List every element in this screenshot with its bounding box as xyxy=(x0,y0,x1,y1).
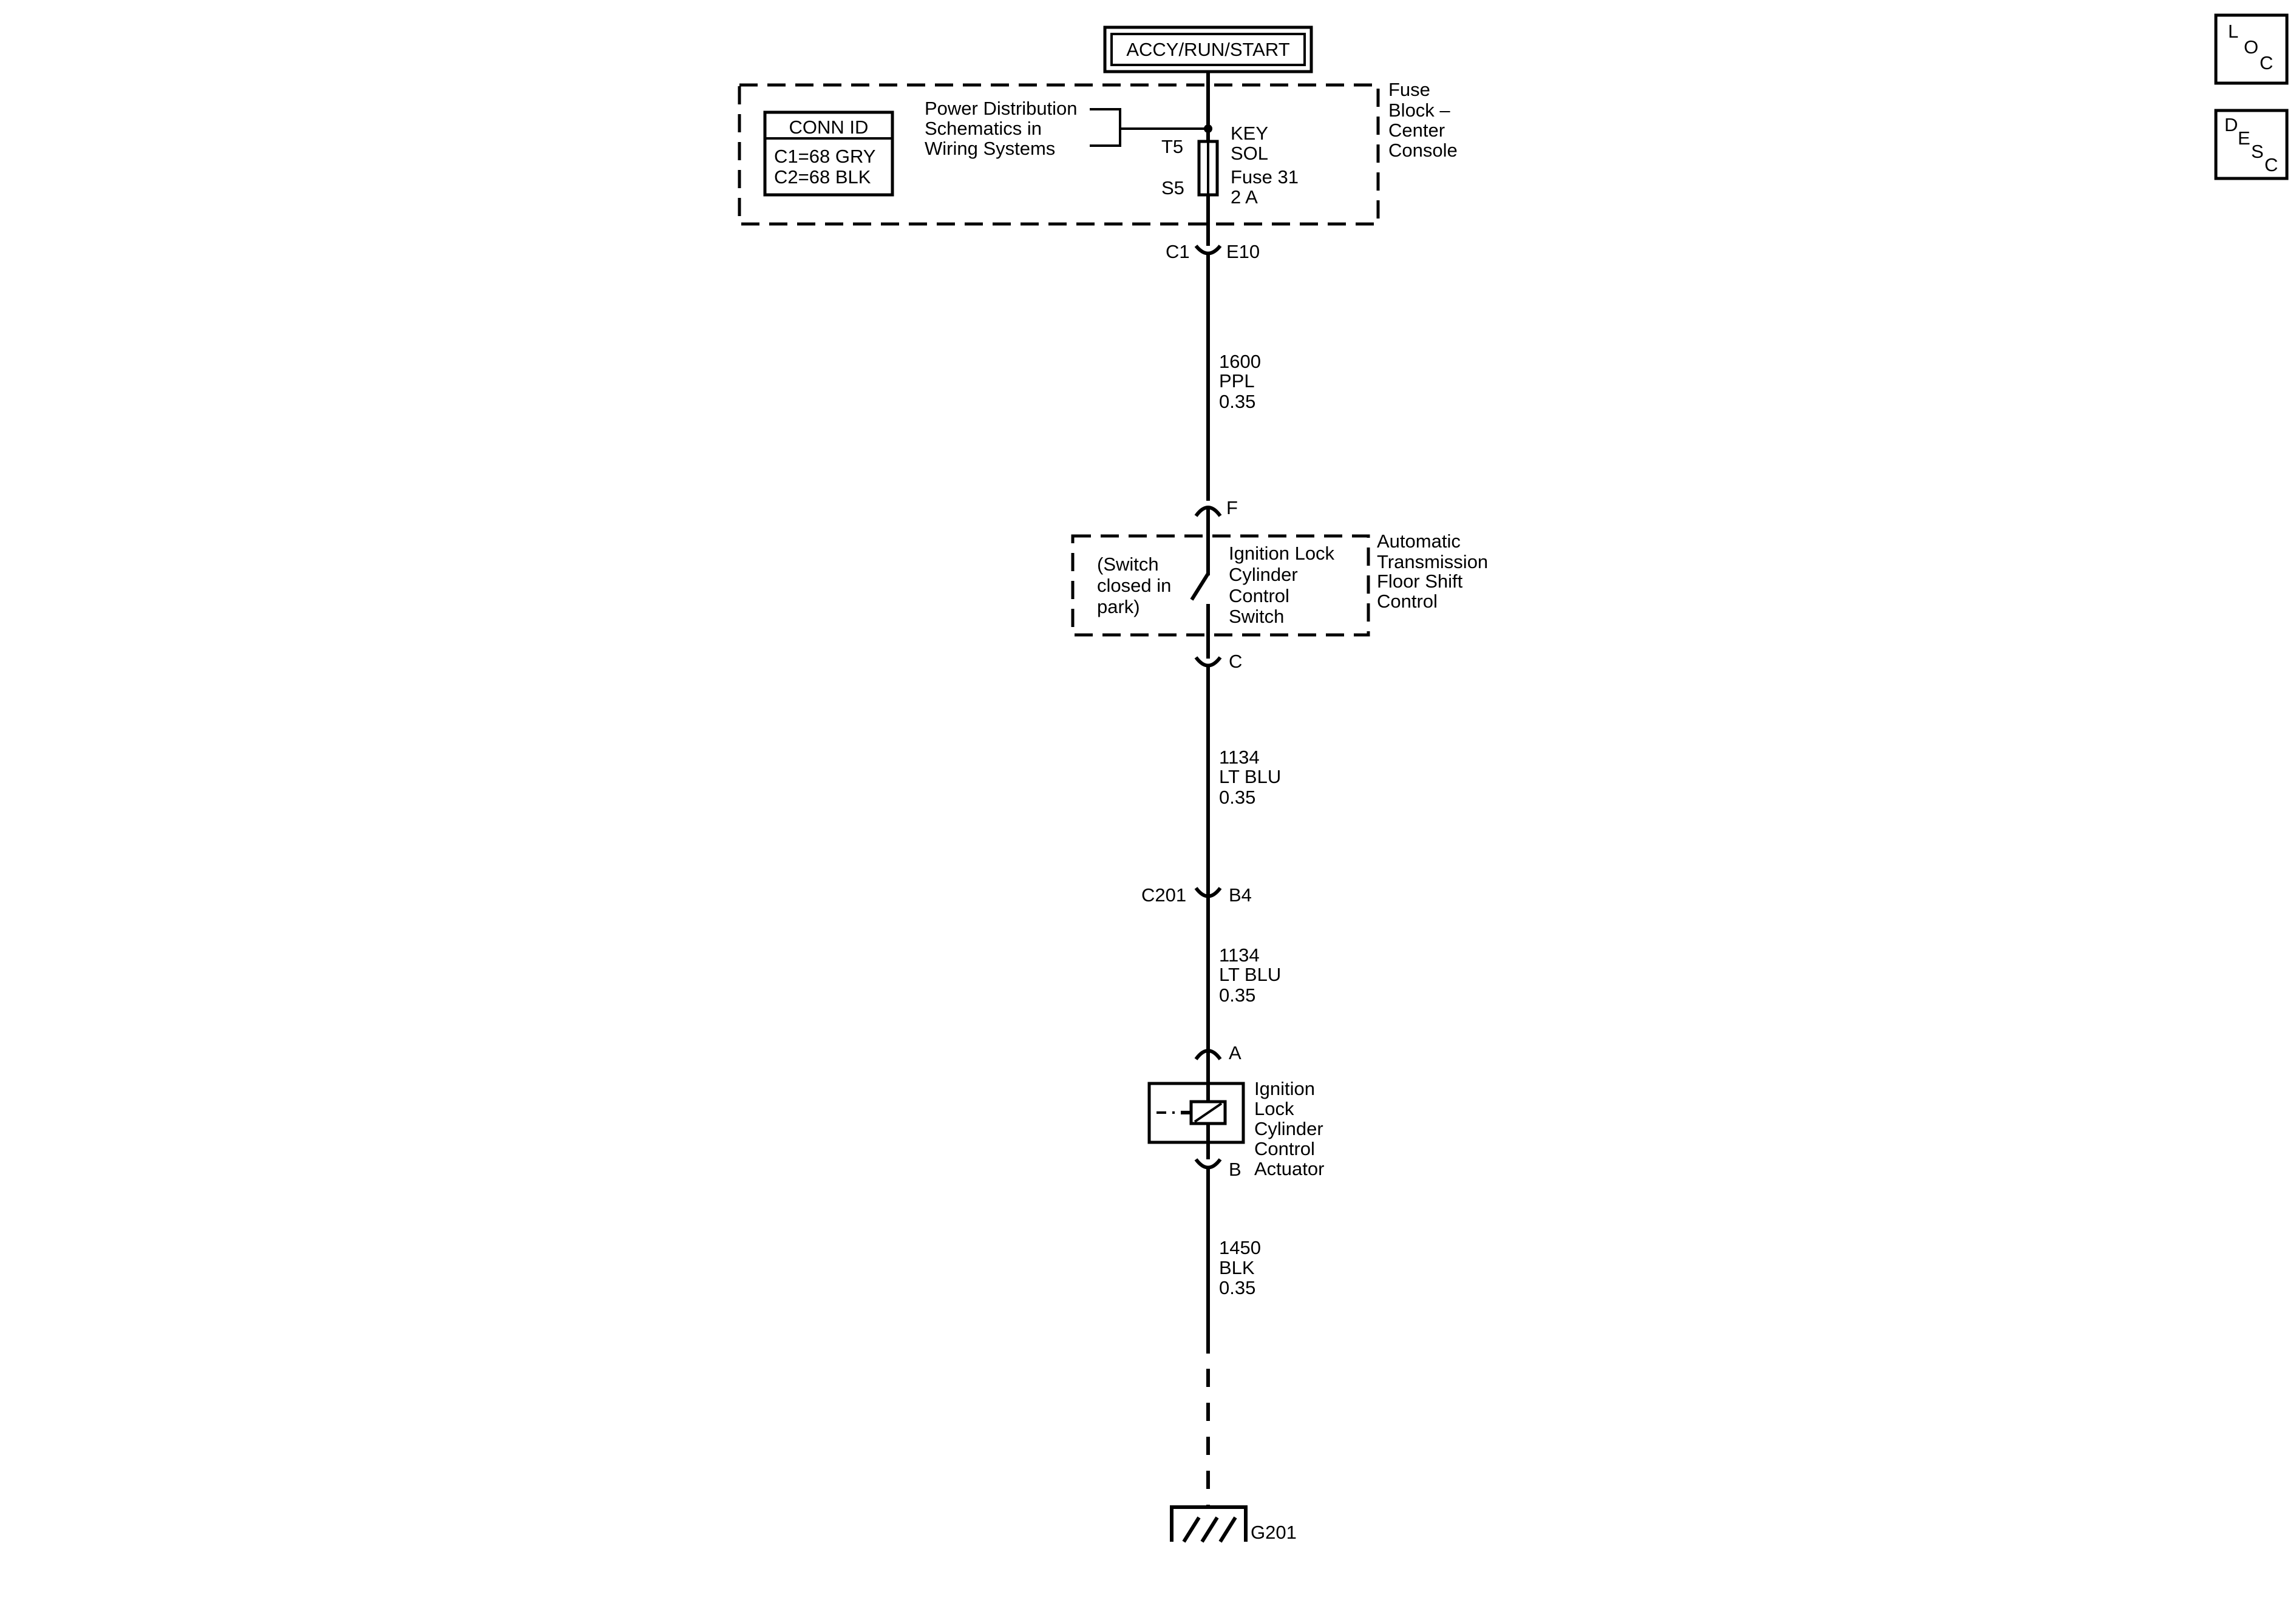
ignition-lock-switch xyxy=(1190,572,1210,659)
svg-text:Wiring Systems: Wiring Systems xyxy=(925,138,1055,159)
loc-letter-2: O xyxy=(2244,36,2258,58)
connector-pin-c: C xyxy=(1194,651,1242,672)
floor-shift-control-outline xyxy=(1071,534,1370,637)
loc-button[interactable]: L O C xyxy=(2214,13,2289,85)
fuse-31: T5 S5 KEY SOL Fuse 31 2 A xyxy=(1161,123,1299,208)
svg-text:Center: Center xyxy=(1388,120,1445,141)
svg-text:Block –: Block – xyxy=(1388,100,1450,121)
switch-label: Ignition Lock Cylinder Control Switch xyxy=(1229,543,1335,627)
svg-text:0.35: 0.35 xyxy=(1219,985,1255,1006)
loc-letter-3: C xyxy=(2260,52,2273,73)
svg-text:Floor Shift: Floor Shift xyxy=(1377,571,1463,592)
wire-label-1450: 1450 BLK 0.35 xyxy=(1219,1237,1261,1298)
svg-text:1134: 1134 xyxy=(1219,944,1260,966)
desc-button[interactable]: D E S C xyxy=(2214,109,2289,180)
svg-text:C1: C1 xyxy=(1166,241,1190,262)
conn-id-box: CONN ID C1=68 GRY C2=68 BLK xyxy=(763,110,894,197)
wire-label-1600: 1600 PPL 0.35 xyxy=(1219,351,1261,412)
svg-text:C201: C201 xyxy=(1141,884,1186,906)
terminal-s5: S5 xyxy=(1161,177,1184,198)
svg-text:PPL: PPL xyxy=(1219,370,1255,392)
svg-text:Control: Control xyxy=(1254,1138,1315,1159)
svg-text:1134: 1134 xyxy=(1219,747,1260,768)
svg-text:Lock: Lock xyxy=(1254,1098,1294,1119)
wire-label-1134-upper: 1134 LT BLU 0.35 xyxy=(1219,747,1281,808)
svg-text:Cylinder: Cylinder xyxy=(1254,1118,1323,1139)
svg-text:(Switch: (Switch xyxy=(1097,554,1159,575)
svg-text:Fuse 31: Fuse 31 xyxy=(1231,166,1299,188)
svg-text:A: A xyxy=(1229,1042,1241,1063)
power-distribution-reference: Power Distribution Schematics in Wiring … xyxy=(925,98,1212,159)
svg-text:0.35: 0.35 xyxy=(1219,391,1255,412)
conn-id-title: CONN ID xyxy=(789,117,869,138)
svg-text:1450: 1450 xyxy=(1219,1237,1261,1258)
svg-text:B4: B4 xyxy=(1229,884,1252,906)
svg-text:Control: Control xyxy=(1229,585,1289,606)
svg-text:LT BLU: LT BLU xyxy=(1219,964,1281,985)
svg-text:0.35: 0.35 xyxy=(1219,787,1255,808)
svg-text:LT BLU: LT BLU xyxy=(1219,766,1281,787)
switch-note: (Switch closed in park) xyxy=(1097,554,1171,617)
svg-text:E10: E10 xyxy=(1226,241,1260,262)
svg-text:2 A: 2 A xyxy=(1231,186,1258,208)
svg-text:SOL: SOL xyxy=(1231,143,1268,164)
svg-text:closed in: closed in xyxy=(1097,575,1171,596)
conn-id-line-2: C2=68 BLK xyxy=(774,166,871,188)
terminal-t5: T5 xyxy=(1161,136,1183,157)
desc-letter-3: S xyxy=(2251,141,2264,162)
svg-text:C: C xyxy=(1229,651,1242,672)
svg-text:F: F xyxy=(1226,497,1238,518)
svg-text:Transmission: Transmission xyxy=(1377,551,1488,572)
wire-label-1134-lower: 1134 LT BLU 0.35 xyxy=(1219,944,1281,1006)
svg-text:KEY: KEY xyxy=(1231,123,1268,144)
loc-letter-1: L xyxy=(2228,21,2238,42)
ground-g201-icon xyxy=(1170,1505,1248,1543)
power-source-text: ACCY/RUN/START xyxy=(1126,39,1289,60)
svg-text:Ignition Lock: Ignition Lock xyxy=(1229,543,1335,564)
conn-id-line-1: C1=68 GRY xyxy=(774,146,875,167)
ground-label: G201 xyxy=(1251,1522,1297,1543)
svg-text:1600: 1600 xyxy=(1219,351,1261,372)
connector-pin-b: B xyxy=(1194,1158,1241,1180)
svg-text:Cylinder: Cylinder xyxy=(1229,564,1298,585)
actuator-label: Ignition Lock Cylinder Control Actuator xyxy=(1254,1078,1324,1179)
ignition-lock-actuator xyxy=(1147,1082,1245,1144)
desc-letter-1: D xyxy=(2224,114,2238,135)
desc-letter-2: E xyxy=(2238,127,2250,149)
svg-text:Actuator: Actuator xyxy=(1254,1158,1324,1179)
svg-text:Automatic: Automatic xyxy=(1377,531,1461,552)
connector-c1-e10: C1 E10 xyxy=(1166,241,1260,262)
svg-text:Fuse: Fuse xyxy=(1388,79,1430,100)
svg-text:Power Distribution: Power Distribution xyxy=(925,98,1078,119)
svg-text:B: B xyxy=(1229,1159,1241,1180)
svg-text:Switch: Switch xyxy=(1229,606,1284,627)
power-source-label: ACCY/RUN/START xyxy=(1103,25,1313,73)
inline-connector-c201: C201 B4 xyxy=(1141,868,1252,906)
fuse-block-outline xyxy=(738,83,1380,226)
floor-shift-name: Automatic Transmission Floor Shift Contr… xyxy=(1377,531,1488,612)
svg-text:Control: Control xyxy=(1377,591,1438,612)
desc-letter-4: C xyxy=(2264,154,2278,175)
svg-text:Ignition: Ignition xyxy=(1254,1078,1315,1099)
svg-text:Schematics in: Schematics in xyxy=(925,118,1042,139)
connector-pin-a: A xyxy=(1194,1042,1241,1063)
svg-text:Console: Console xyxy=(1388,140,1458,161)
connector-pin-f: F xyxy=(1194,497,1238,518)
svg-text:park): park) xyxy=(1097,596,1140,617)
fuse-block-name: Fuse Block – Center Console xyxy=(1388,79,1458,161)
svg-text:0.35: 0.35 xyxy=(1219,1277,1255,1298)
svg-text:BLK: BLK xyxy=(1219,1257,1255,1278)
